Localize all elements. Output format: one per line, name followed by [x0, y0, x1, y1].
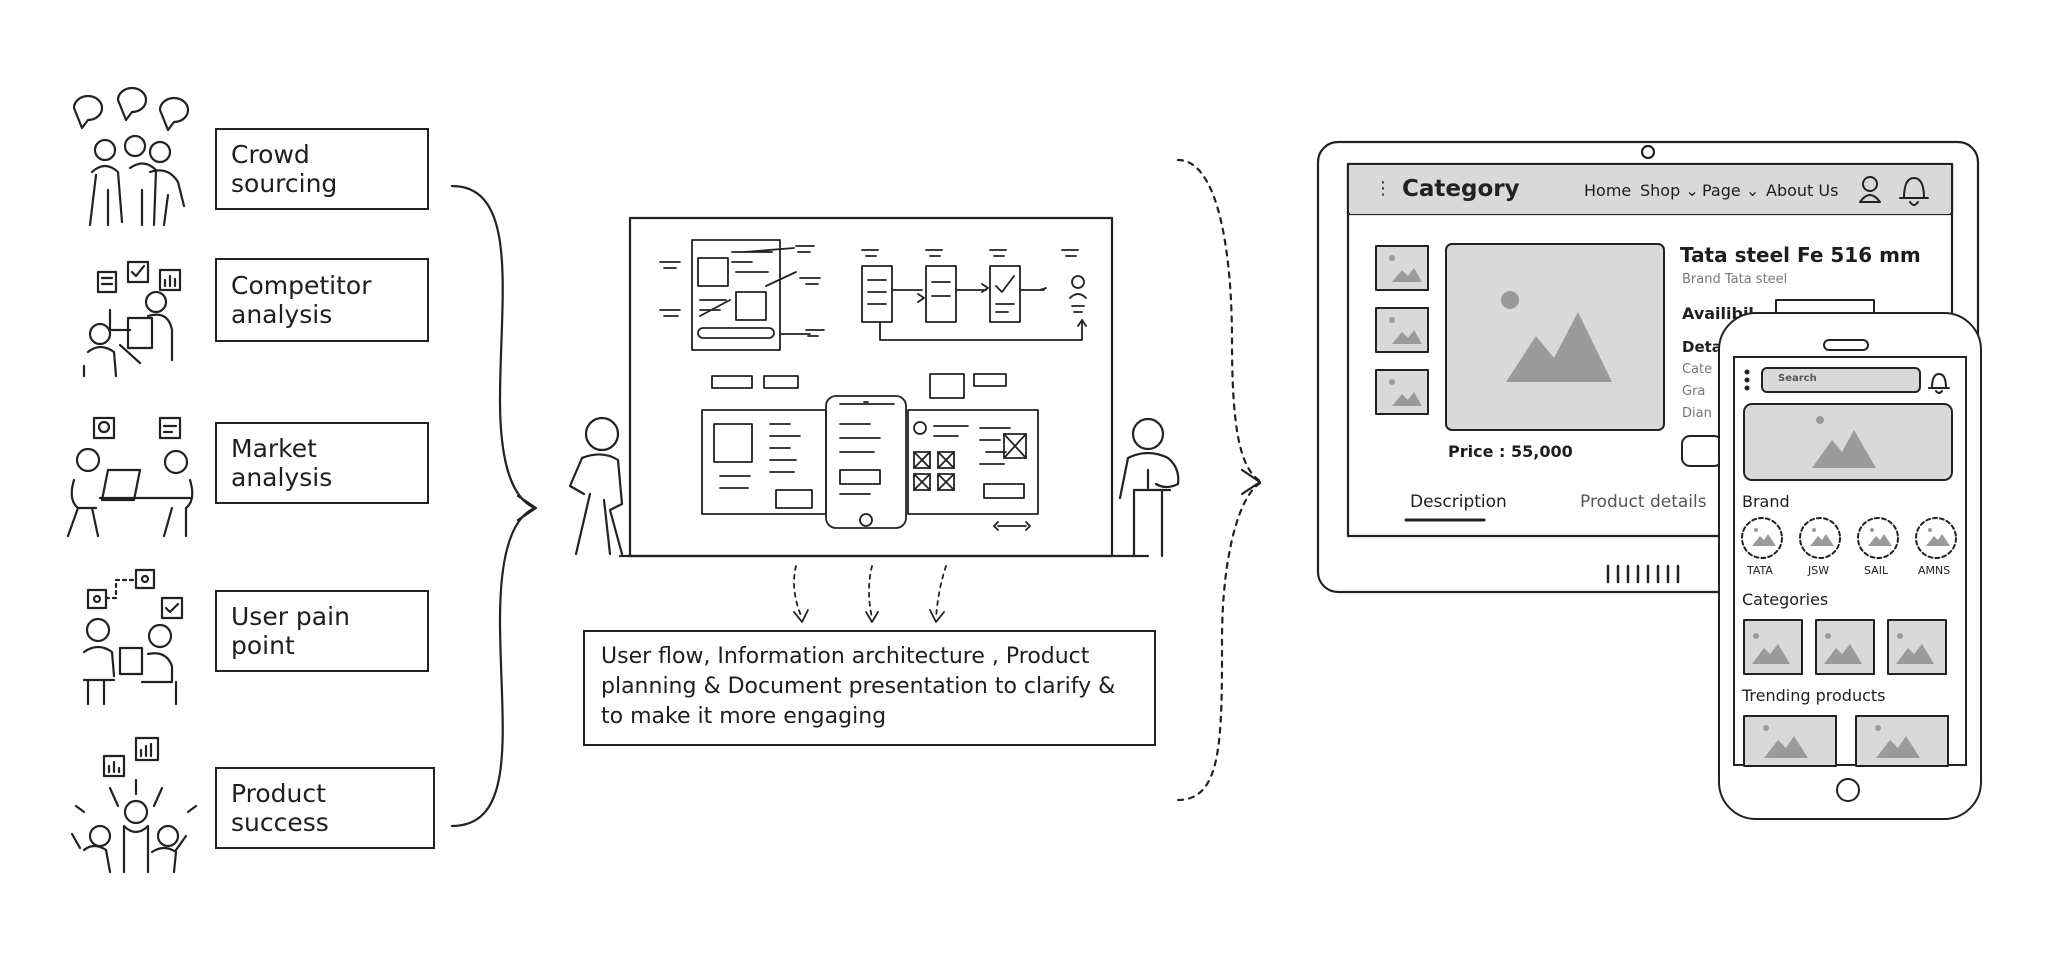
image-placeholder-icon	[1501, 291, 1612, 382]
details-label: Deta	[1682, 338, 1722, 356]
phone-search-input[interactable]: Search	[1778, 373, 1817, 384]
phone-menu-icon[interactable]	[1744, 369, 1750, 391]
competitor-analysis-icon	[82, 260, 182, 378]
market-analysis-icon	[66, 416, 194, 538]
tab-product-details[interactable]: Product details	[1580, 492, 1707, 512]
chevron-down-icon: ⌄	[1740, 181, 1760, 200]
celebrating-team-icon	[70, 736, 198, 874]
step-label: Crowd sourcing	[231, 140, 338, 198]
nav-shop-link[interactable]: Shop ⌄	[1640, 181, 1699, 200]
product-main-image	[1445, 243, 1665, 431]
product-brand-line: Brand Tata steel	[1682, 272, 1788, 287]
user-profile-icon[interactable]	[1859, 176, 1881, 203]
crowd-people-icon	[72, 86, 190, 227]
nav-page-label: Page	[1702, 181, 1741, 200]
notification-bell-icon[interactable]	[1899, 177, 1929, 206]
nav-page-link[interactable]: Page ⌄	[1702, 181, 1759, 200]
research-step-competitor-analysis: Competitor analysis	[215, 258, 429, 342]
user-pain-point-icon	[82, 568, 184, 706]
step-label: Market analysis	[231, 434, 333, 492]
step-label: Competitor analysis	[231, 271, 372, 329]
chevron-down-icon: ⌄	[1680, 181, 1699, 200]
nav-shop-label: Shop	[1640, 181, 1681, 200]
brace-arrow-icon	[516, 494, 538, 522]
product-price: Price : 55,000	[1448, 442, 1573, 461]
phone-speaker	[1823, 339, 1869, 351]
detail-row-diameter: Dian	[1682, 406, 1712, 421]
detail-row-grade: Gra	[1682, 384, 1706, 399]
phone-categories-heading: Categories	[1742, 590, 1829, 609]
dashed-brace-arrow-icon	[1240, 468, 1262, 496]
trending-product-tiles	[1743, 715, 1949, 767]
phone-image-placeholders	[1752, 416, 1950, 758]
research-step-crowd-sourcing: Crowd sourcing	[215, 128, 429, 210]
brand-label-sail[interactable]: SAIL	[1864, 564, 1889, 577]
category-tiles	[1743, 619, 1947, 675]
research-step-user-pain-point: User pain point	[215, 590, 429, 672]
phone-search-box	[1761, 367, 1921, 393]
wireframe-sketches	[659, 239, 1087, 531]
deliverable-note: User flow, Information architecture , Pr…	[583, 630, 1156, 746]
step-label: User pain point	[231, 602, 350, 660]
brand-label-amns[interactable]: AMNS	[1918, 564, 1951, 577]
hamburger-menu-icon[interactable]: ⋮	[1374, 178, 1392, 199]
listener-person-icon	[1118, 417, 1180, 558]
nav-home-link[interactable]: Home	[1584, 181, 1632, 200]
whiteboard-frame	[618, 216, 1150, 558]
tablet-page-title: Category	[1402, 176, 1520, 202]
presenter-person-icon	[568, 416, 624, 556]
research-step-market-analysis: Market analysis	[215, 422, 429, 504]
brand-label-jsw[interactable]: JSW	[1808, 564, 1830, 577]
product-thumbnails[interactable]	[1375, 245, 1429, 415]
detail-row-category: Cate	[1682, 362, 1713, 377]
brand-label-tata[interactable]: TATA	[1747, 564, 1773, 577]
phone-home-button	[1836, 778, 1860, 802]
dashed-brace-connector	[1176, 158, 1264, 802]
brand-logos	[1741, 517, 1957, 559]
dotted-arrows	[793, 565, 947, 619]
phone-bell-icon[interactable]	[1928, 373, 1950, 394]
phone-trending-heading: Trending products	[1742, 686, 1886, 705]
product-title: Tata steel Fe 516 mm	[1680, 243, 1921, 267]
tab-description[interactable]: Description	[1410, 492, 1507, 512]
tablet-header-bar	[1350, 166, 1950, 214]
research-step-product-success: Product success	[215, 767, 435, 849]
step-label: Product success	[231, 779, 329, 837]
phone-brand-heading: Brand	[1742, 492, 1790, 511]
deliverable-note-text: User flow, Information architecture , Pr…	[601, 644, 1116, 729]
nav-about-link[interactable]: About Us	[1766, 181, 1839, 200]
